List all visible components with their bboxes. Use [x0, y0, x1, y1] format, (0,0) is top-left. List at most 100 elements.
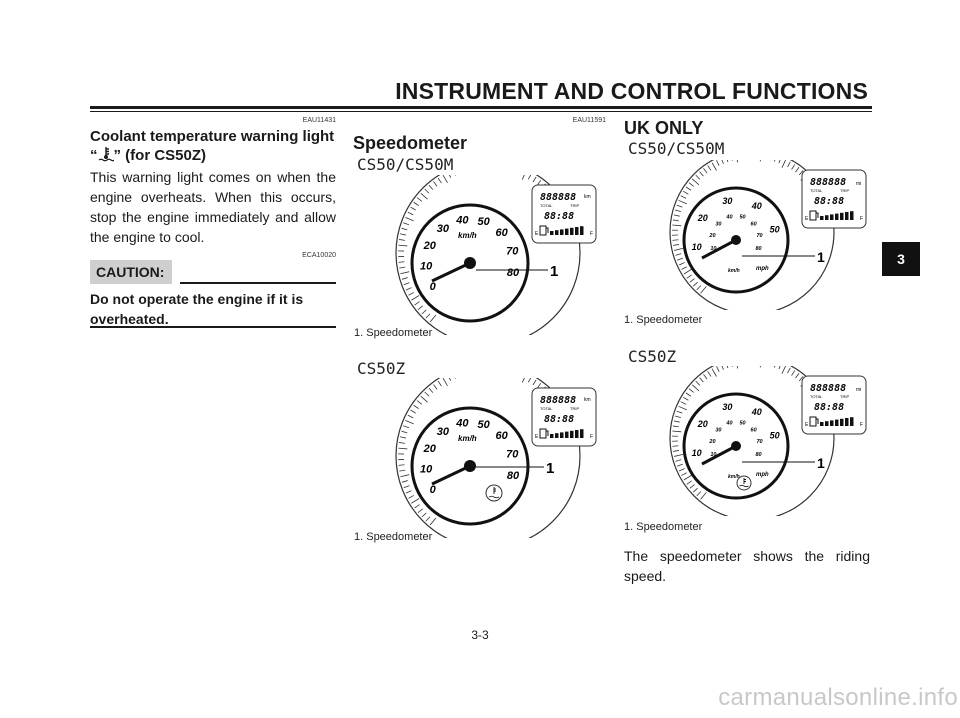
- scale-tick: [673, 214, 680, 217]
- fuel-full-label: F: [860, 216, 863, 222]
- scale-tick: [798, 376, 804, 382]
- scale-tick: [411, 498, 420, 504]
- caution-code: ECA10020: [302, 252, 336, 259]
- total-label: TOTAL: [540, 406, 553, 411]
- scale-tick: [692, 281, 698, 287]
- fuel-bar: [850, 211, 854, 220]
- scale-tick: [410, 206, 416, 211]
- scale-tick: [405, 287, 412, 291]
- scale-tick: [414, 301, 420, 306]
- caution-bottom-rule: [90, 326, 336, 328]
- scale-tick: [703, 168, 708, 174]
- gauge-numeral: 40: [455, 417, 469, 429]
- scale-tick: [688, 388, 694, 393]
- fuel-bar: [580, 429, 584, 438]
- scale-tick: [711, 162, 717, 171]
- odometer-readout: 888888: [810, 383, 846, 394]
- fuel-bar: [550, 434, 554, 438]
- scale-tick: [398, 447, 408, 450]
- scale-tick: [414, 504, 420, 509]
- gauge-numeral: 30: [437, 223, 450, 235]
- fuel-bar: [840, 418, 844, 426]
- scale-tick: [398, 239, 406, 241]
- figure-caption: 1. Speedometer: [624, 314, 703, 326]
- gauge-numeral: 50: [739, 215, 745, 221]
- scale-tick: [707, 371, 712, 377]
- scale-tick: [721, 160, 724, 164]
- figure-caption: 1. Speedometer: [624, 521, 703, 533]
- fuel-bar: [575, 430, 579, 438]
- scale-tick: [683, 474, 692, 481]
- coolant-warning-light: [485, 484, 503, 502]
- unit-label: km/h: [458, 434, 477, 443]
- scale-tick: [424, 391, 430, 397]
- gauge-numeral: 20: [697, 213, 708, 223]
- lcd-panel: 888888 km TOTAL TRIP 88:88 E F: [531, 184, 597, 244]
- scale-tick: [403, 425, 410, 429]
- scale-tick: [680, 195, 687, 199]
- model-label: CS50/CS50M: [628, 139, 725, 158]
- gauge-needle: [431, 261, 471, 283]
- scale-tick: [403, 282, 410, 286]
- scale-tick: [399, 436, 407, 439]
- scale-tick: [425, 313, 431, 319]
- unit-label-outer: mph: [756, 472, 769, 478]
- scale-tick: [678, 199, 687, 205]
- scale-tick: [448, 378, 452, 381]
- fuel-empty-label: E: [805, 216, 809, 222]
- scale-tick: [673, 420, 680, 423]
- caution-rule: [180, 282, 336, 284]
- gauge-numeral: 10: [692, 448, 702, 458]
- page-number: 3-3: [471, 628, 489, 642]
- gauge-numeral: 50: [477, 216, 490, 228]
- fuel-pump-icon: [809, 210, 819, 221]
- gauge-numeral: 10: [420, 261, 433, 273]
- scale-tick: [678, 468, 685, 472]
- scale-tick: [413, 404, 419, 409]
- chapter-tab[interactable]: 3: [882, 242, 920, 276]
- odometer-readout: 888888: [540, 395, 576, 406]
- scale-tick: [408, 292, 415, 296]
- scale-tick: [681, 266, 687, 270]
- callout-number: 1: [817, 455, 825, 471]
- needle-hub: [731, 235, 741, 245]
- fuel-bar: [555, 230, 559, 235]
- gauge-numeral: 80: [507, 470, 520, 482]
- gauge-numeral: 20: [697, 419, 708, 429]
- scale-tick: [677, 257, 683, 261]
- fuel-bar: [820, 422, 824, 426]
- fuel-bar: [820, 216, 824, 220]
- scale-tick: [703, 374, 708, 380]
- scale-tick: [678, 405, 687, 411]
- gauge-numeral: 30: [715, 222, 721, 228]
- scale-tick: [428, 387, 434, 393]
- coolant-code: EAU11431: [302, 117, 336, 124]
- fuel-bars: [550, 429, 584, 438]
- fuel-bar: [830, 214, 834, 220]
- scale-tick: [680, 401, 687, 405]
- scale-tick: [675, 459, 682, 462]
- needle-hub: [464, 257, 476, 269]
- gauge-numeral: 40: [725, 421, 732, 427]
- scale-tick: [424, 188, 430, 194]
- gauge-numeral: 50: [770, 225, 780, 235]
- scale-tick: [437, 380, 442, 387]
- fuel-full-label: F: [590, 434, 593, 440]
- scale-tick: [398, 464, 405, 466]
- scale-tick: [689, 278, 695, 283]
- scale-tick: [781, 160, 787, 168]
- scale-tick: [699, 377, 704, 383]
- scale-tick: [682, 190, 689, 195]
- scale-tick: [672, 430, 682, 433]
- needle-hub: [464, 460, 476, 472]
- callout-number: 1: [546, 460, 554, 477]
- scale-tick: [537, 382, 542, 389]
- scale-tick: [405, 419, 414, 425]
- odometer-unit: km: [584, 397, 591, 403]
- scale-tick: [681, 472, 687, 476]
- gauge-numeral: 0: [430, 281, 437, 293]
- scale-tick: [682, 396, 689, 401]
